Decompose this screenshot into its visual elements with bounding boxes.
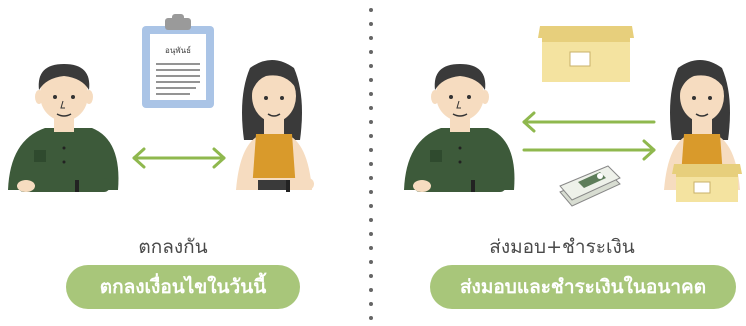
dotted-divider [369, 8, 373, 320]
held-box-icon [672, 164, 742, 202]
double-arrow-icon [132, 147, 226, 169]
man-figure [8, 64, 119, 192]
man-figure [404, 64, 515, 192]
money-icon [559, 165, 621, 207]
left-arrow-icon [522, 111, 656, 133]
deliver-scene [404, 26, 742, 207]
deliver-caption: ส่งมอบ+ชำระเงิน [489, 236, 635, 258]
deliver-panel: ส่งมอบ+ชำระเงิน ส่งมอบและชำระเงินในอนาคต [372, 0, 746, 326]
clipboard-icon: อนุพันธ์ [142, 14, 214, 108]
deliver-pill: ส่งมอบและชำระเงินในอนาคต [430, 265, 736, 309]
box-icon [538, 26, 634, 82]
agree-panel: อนุพันธ์ ตกลงกัน ตกลงเงื่อนไขในวันนี้ [0, 0, 366, 326]
right-arrow-icon [522, 139, 656, 161]
document-label: อนุพันธ์ [165, 45, 191, 55]
woman-figure [236, 60, 314, 192]
agree-scene: อนุพันธ์ [8, 14, 314, 192]
woman-figure [664, 60, 740, 190]
agree-caption: ตกลงกัน [138, 236, 208, 258]
agree-pill: ตกลงเงื่อนไขในวันนี้ [66, 265, 300, 309]
